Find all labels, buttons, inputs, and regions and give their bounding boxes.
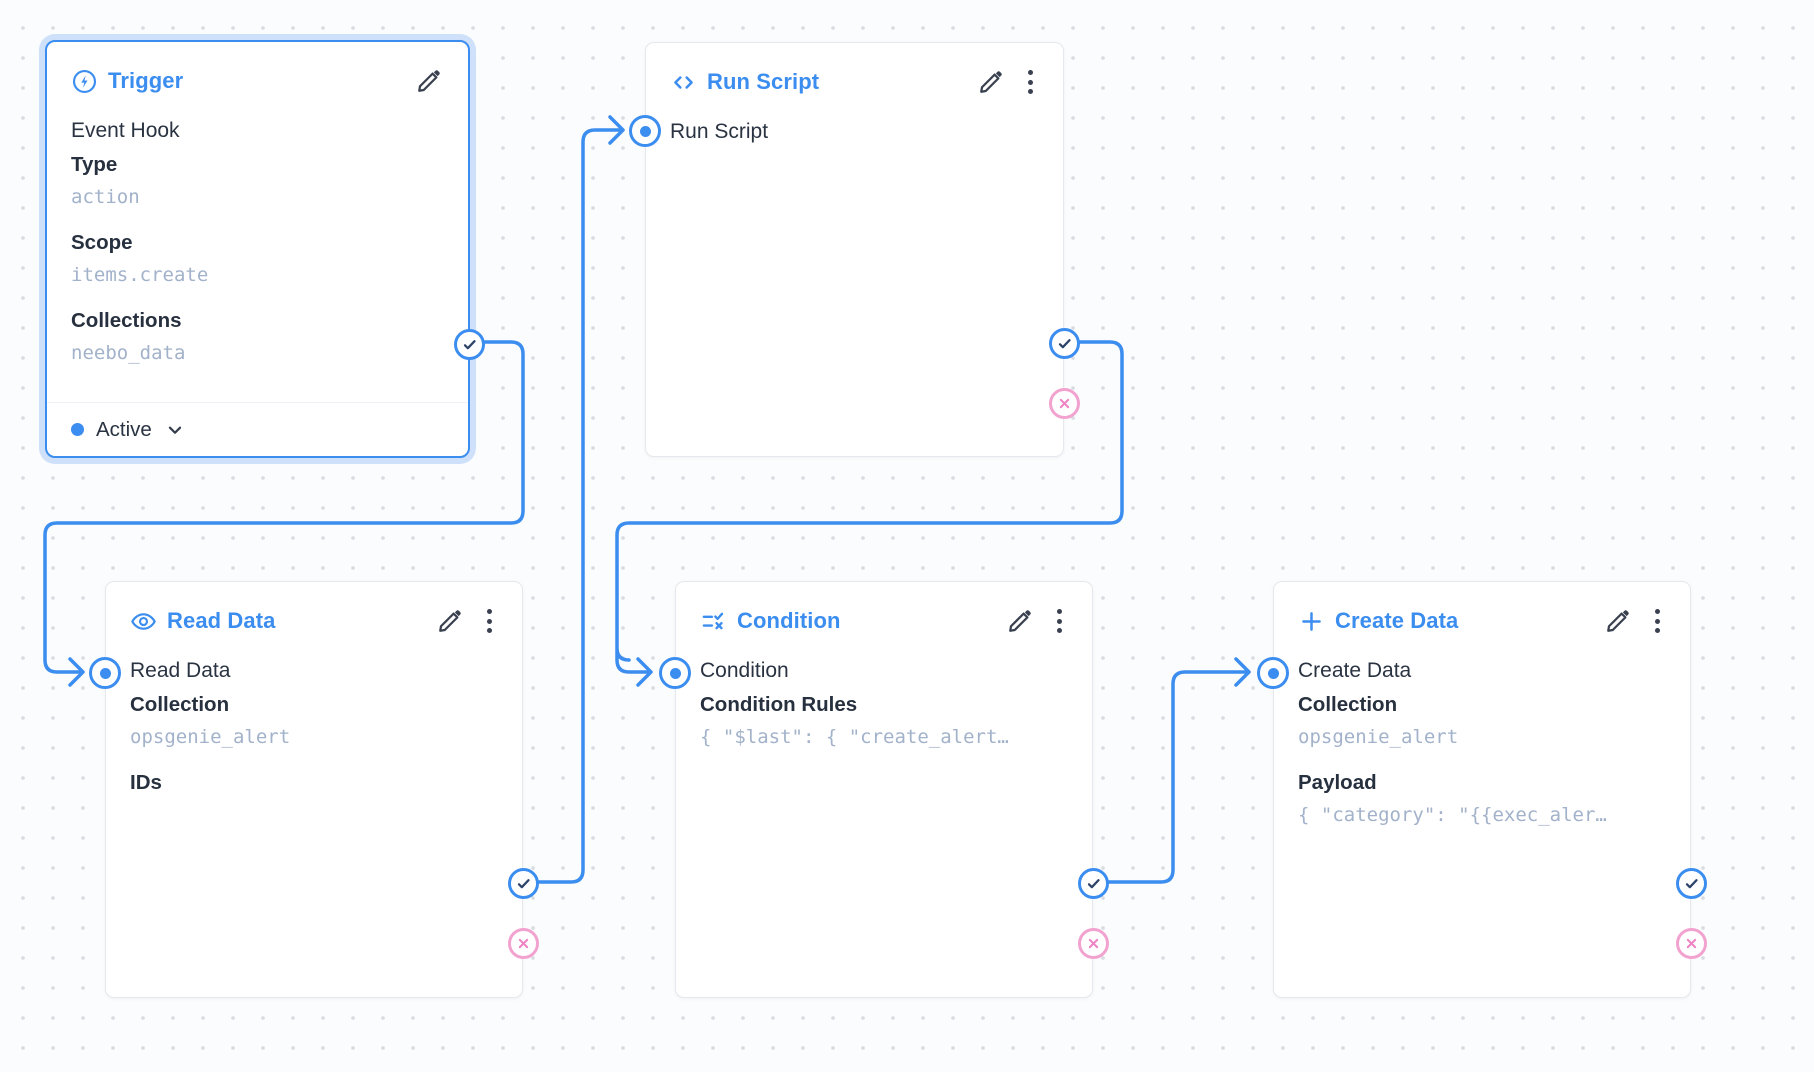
eye-icon (130, 608, 157, 635)
edit-icon[interactable] (976, 67, 1006, 97)
field-value-collection: opsgenie_alert (130, 726, 291, 748)
code-icon (670, 69, 697, 96)
reject-port[interactable] (1676, 928, 1707, 959)
field-label-collection: Collection (130, 693, 230, 716)
input-port[interactable] (1257, 657, 1289, 689)
trigger-subtitle: Event Hook (71, 119, 180, 142)
input-label: Create Data (1298, 659, 1412, 682)
node-condition[interactable]: Condition Condition Condition Rules { "$… (659, 581, 1109, 998)
field-value-scope: items.create (71, 264, 209, 286)
input-label: Read Data (130, 659, 231, 682)
arrowhead-create-data (1234, 657, 1251, 687)
connector-trigger-to-read-data (43, 340, 525, 674)
field-label-collections: Collections (71, 309, 182, 332)
field-label-condition-rules: Condition Rules (700, 693, 858, 716)
input-port[interactable] (89, 657, 121, 689)
kebab-menu-icon[interactable] (481, 607, 498, 635)
reject-port[interactable] (508, 928, 539, 959)
rule-icon (700, 608, 727, 635)
chevron-down-icon (164, 419, 186, 441)
node-title: Trigger (108, 68, 184, 93)
input-label: Condition (700, 659, 789, 682)
node-title: Read Data (167, 608, 276, 633)
kebab-menu-icon[interactable] (1649, 607, 1666, 635)
resolve-port[interactable] (508, 868, 539, 899)
field-value-collections: neebo_data (71, 342, 186, 364)
input-port[interactable] (659, 657, 691, 689)
status-label: Active (96, 417, 152, 441)
field-label-type: Type (71, 153, 118, 176)
bolt-icon (71, 68, 98, 95)
reject-port[interactable] (1078, 928, 1109, 959)
node-read-data[interactable]: Read Data Read Data Collection opsgenie_… (89, 581, 539, 998)
field-label-collection: Collection (1298, 693, 1398, 716)
resolve-port[interactable] (1078, 868, 1109, 899)
field-value-payload: { "category": "{{exec_aler… (1298, 804, 1607, 826)
field-value-collection: opsgenie_alert (1298, 726, 1459, 748)
node-run-script[interactable]: Run Script Run Script (629, 42, 1080, 457)
connector-read-data-to-run-script (521, 128, 624, 884)
edit-icon[interactable] (435, 606, 465, 636)
resolve-port[interactable] (1676, 868, 1707, 899)
node-create-data[interactable]: Create Data Create Data Collection opsge… (1257, 581, 1707, 998)
resolve-port[interactable] (1049, 328, 1080, 359)
plus-icon (1298, 608, 1325, 635)
input-label: Run Script (670, 120, 769, 143)
edit-icon[interactable] (414, 66, 444, 96)
edit-icon[interactable] (1005, 606, 1035, 636)
connector-run-script-to-condition (615, 340, 1124, 674)
reject-port[interactable] (1049, 388, 1080, 419)
kebab-menu-icon[interactable] (1022, 68, 1039, 96)
resolve-port[interactable] (454, 329, 485, 360)
arrowhead-condition (636, 657, 653, 687)
field-label-ids: IDs (130, 771, 162, 794)
arrowhead-run-script (608, 115, 625, 145)
edit-icon[interactable] (1603, 606, 1633, 636)
kebab-menu-icon[interactable] (1051, 607, 1068, 635)
node-title: Run Script (707, 69, 820, 94)
field-value-condition-rules: { "$last": { "create_alert… (700, 726, 1009, 748)
input-port[interactable] (629, 115, 661, 147)
connector-condition-to-create-data (1091, 670, 1250, 884)
node-trigger[interactable]: Trigger Event Hook Type action Scope ite… (45, 40, 485, 458)
field-label-scope: Scope (71, 231, 133, 254)
node-title: Create Data (1335, 608, 1459, 633)
arrowhead-read-data (68, 657, 85, 687)
field-value-type: action (71, 186, 140, 208)
status-dot (71, 423, 84, 436)
node-title: Condition (737, 608, 841, 633)
trigger-status-toggle[interactable]: Active (47, 402, 468, 456)
field-label-payload: Payload (1298, 771, 1377, 794)
